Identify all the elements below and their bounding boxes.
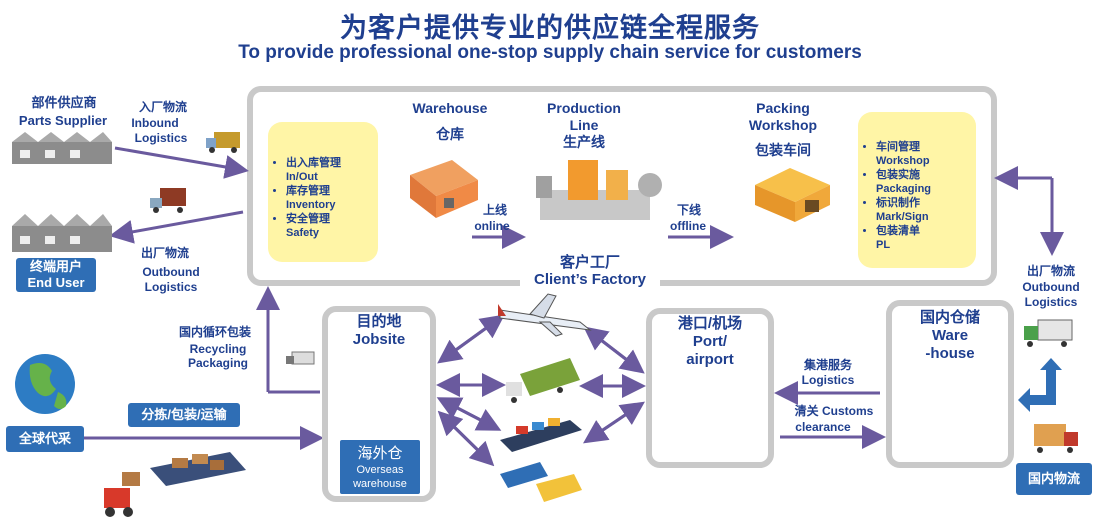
port-en1: Port/ <box>692 333 728 350</box>
page-title: 为客户提供专业的供应链全程服务 <box>340 13 760 43</box>
port-service-cn: 集港服务 <box>803 358 852 372</box>
container-truck-icon <box>506 358 580 403</box>
return-arrow-icon <box>1018 370 1056 412</box>
offline-cn: 下线 <box>676 203 701 217</box>
recycling-en2: Packaging <box>187 356 249 370</box>
end-user-factory-icon <box>12 214 112 252</box>
recycling-truck-icon <box>286 351 315 365</box>
client-factory-label: 客户工厂 Client’s Factory <box>520 254 660 288</box>
warehouse-cn: 仓库 <box>436 126 464 142</box>
forklift-icon <box>104 472 140 517</box>
packing-en2: Workshop <box>748 117 818 133</box>
production-line-icon <box>536 160 662 220</box>
outbound-left-en2: Logistics <box>144 280 198 294</box>
port-box <box>646 308 774 468</box>
overseas-en2: warehouse <box>353 478 407 490</box>
domestic-logistics-box: 国内物流 <box>1016 463 1092 495</box>
customs-label: 清关 Customs <box>784 404 884 418</box>
outbound-right-en1: Outbound <box>1022 280 1080 294</box>
parts-supplier-factory-icon <box>12 132 112 164</box>
packing-workshop-icon <box>755 168 830 222</box>
recycling-en1: Recycling <box>189 342 247 356</box>
domestic-truck-orange-icon <box>1034 424 1078 453</box>
cargo-truck-icon <box>150 452 246 486</box>
production-en2: Line <box>569 117 599 133</box>
packing-cn: 包装车间 <box>755 142 811 158</box>
train-icon <box>500 462 582 502</box>
recycling-cn: 国内循环包装 <box>178 325 251 339</box>
outbound-truck-icon <box>150 188 186 213</box>
outbound-right-cn: 出厂物流 <box>1026 264 1075 278</box>
customs-en1: Customs <box>822 404 874 418</box>
end-user-box: 终端用户 End User <box>16 258 96 292</box>
port-service-en: Logistics <box>801 373 855 387</box>
client-factory-cn: 客户工厂 <box>559 254 620 271</box>
page-subtitle: To provide professional one-stop supply … <box>238 42 862 63</box>
production-en1: Production <box>547 100 621 116</box>
jobsite-cn: 目的地 <box>356 313 402 330</box>
inbound-cn: 入厂物流 <box>138 100 187 114</box>
port-cn: 港口/机场 <box>677 315 743 332</box>
production-cn: 生产线 <box>563 134 605 150</box>
customs-cn: 清关 <box>794 404 819 418</box>
domestic-warehouse-box <box>886 300 1014 468</box>
outbound-right-en2: Logistics <box>1024 295 1078 309</box>
jobsite-en: Jobsite <box>352 331 406 348</box>
warehouse-en: Warehouse <box>412 100 488 116</box>
customs-en2: clearance <box>795 420 851 434</box>
packing-en1: Packing <box>756 100 810 116</box>
domestic-wh-cn: 国内仓储 <box>919 309 980 326</box>
parts-supplier-en: Parts Supplier <box>18 113 108 128</box>
overseas-cn: 海外仓 <box>357 445 403 462</box>
domestic-wh-en1: Ware <box>931 327 969 344</box>
sorting-label: 分拣/包装/运输 <box>128 403 240 427</box>
global-sourcing-box: 全球代采 <box>6 426 84 452</box>
outbound-left-cn: 出厂物流 <box>140 246 189 260</box>
domestic-truck-green-icon <box>1024 319 1073 347</box>
end-user-en: End User <box>27 275 85 290</box>
online-cn: 上线 <box>482 203 507 217</box>
overseas-en1: Overseas <box>356 464 404 476</box>
end-user-cn: 终端用户 <box>29 259 82 274</box>
overseas-warehouse-box: 海外仓 Overseas warehouse <box>340 440 420 494</box>
inbound-en1: Inbound <box>131 116 179 130</box>
warehouse-icon <box>410 160 478 218</box>
cargo-ship-icon <box>500 418 582 452</box>
offline-en: offline <box>670 219 706 233</box>
inbound-truck-icon <box>206 132 240 153</box>
inbound-en2: Logistics <box>134 131 188 145</box>
port-en2: airport <box>686 351 734 368</box>
domestic-wh-en2: -house <box>925 345 975 362</box>
outbound-left-en1: Outbound <box>142 265 200 279</box>
client-factory-en: Client’s Factory <box>534 271 646 288</box>
parts-supplier-cn: 部件供应商 <box>31 95 97 110</box>
globe-icon <box>15 354 75 414</box>
online-en: online <box>474 219 510 233</box>
airplane-icon <box>498 293 592 337</box>
